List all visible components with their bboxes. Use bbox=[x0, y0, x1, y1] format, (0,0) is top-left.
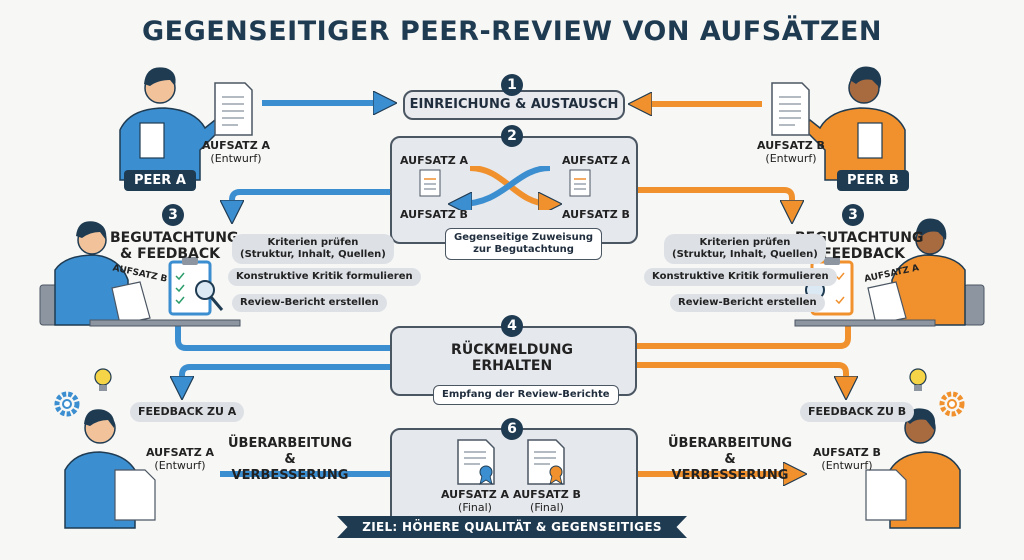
revision-b-action-line1: ÜBERARBEITUNG bbox=[667, 436, 793, 451]
step-2-caption-line1: Gegenseitige Zuweisung bbox=[454, 232, 594, 243]
gear-a-icon bbox=[54, 391, 80, 417]
step-3-left-badge: 3 bbox=[162, 204, 184, 226]
peer-b-draft-label: AUFSATZ B (Entwurf) bbox=[751, 139, 831, 165]
clipboard-magnifier-a-icon bbox=[168, 257, 224, 316]
peer-b-draft-state: (Entwurf) bbox=[765, 152, 817, 165]
task-right-1: Kriterien prüfen (Struktur, Inhalt, Quel… bbox=[664, 234, 826, 264]
task-right-3: Review-Bericht erstellen bbox=[670, 294, 825, 312]
peer-a-tag: PEER A bbox=[124, 170, 196, 191]
final-b-title: AUFSATZ B bbox=[513, 488, 581, 501]
peer-b-figure bbox=[801, 66, 906, 181]
peer-b-draft-title: AUFSATZ B bbox=[757, 139, 825, 152]
final-a-title: AUFSATZ A bbox=[440, 488, 510, 501]
step-2-left-top: AUFSATZ A bbox=[400, 154, 469, 167]
arrow-feedback-to-a bbox=[182, 364, 442, 388]
swap-arrows-icon bbox=[419, 166, 591, 210]
arrow-assign-to-b bbox=[638, 187, 792, 212]
step-1-title: EINREICHUNG & AUSTAUSCH bbox=[409, 97, 619, 112]
step-3-right-title-line2: & FEEDBACK bbox=[804, 246, 906, 262]
revision-a-doc-title: AUFSATZ A bbox=[145, 446, 215, 459]
step-2-left-bottom: AUFSATZ B bbox=[400, 208, 468, 221]
step-4-badge: 4 bbox=[501, 315, 523, 337]
step-2-caption: Gegenseitige Zuweisung zur Begutachtung bbox=[445, 228, 603, 260]
step-3-right-title-line1: BEGUTACHTUNG bbox=[795, 230, 924, 246]
revision-a-action-line1: ÜBERARBEITUNG bbox=[227, 436, 353, 451]
step-4-caption: Empfang der Review-Berichte bbox=[433, 385, 619, 405]
peer-a-figure bbox=[119, 67, 224, 181]
task-left-3: Review-Bericht erstellen bbox=[232, 294, 387, 312]
peer-a-draft-title: AUFSATZ A bbox=[201, 139, 271, 152]
step-2-caption-line2: zur Begutachtung bbox=[473, 244, 574, 255]
revision-b-action: ÜBERARBEITUNG & VERBESSERUNG bbox=[665, 436, 795, 484]
step-4-title: RÜCKMELDUNG ERHALTEN bbox=[432, 342, 592, 374]
arrow-review-b-to-feedback bbox=[582, 326, 851, 349]
reviewer-a-figure bbox=[39, 221, 241, 327]
step-4-title-line1: RÜCKMELDUNG bbox=[451, 342, 573, 358]
task-left-1: Kriterien prüfen (Struktur, Inhalt, Quel… bbox=[232, 234, 394, 264]
step-6-badge: 6 bbox=[501, 418, 523, 440]
final-a-label: AUFSATZ A (Final) bbox=[440, 488, 510, 514]
peer-a-draft-label: AUFSATZ A (Entwurf) bbox=[196, 139, 276, 165]
final-b-label: AUFSATZ B (Final) bbox=[512, 488, 582, 514]
reviser-a-figure bbox=[64, 409, 156, 529]
revision-a-doc-state: (Entwurf) bbox=[154, 459, 206, 472]
final-a-state: (Final) bbox=[458, 501, 492, 514]
step-2-right-top: AUFSATZ A bbox=[562, 154, 631, 167]
task-right-2: Konstruktive Kritik formulieren bbox=[644, 268, 837, 286]
step-3-left-title-line2: & FEEDBACK bbox=[119, 246, 221, 262]
task-left-1-line1: Kriterien prüfen bbox=[267, 237, 359, 248]
final-b-doc-icon bbox=[527, 439, 565, 485]
goal-banner: ZIEL: HÖHERE QUALITÄT & GEGENSEITIGES LE… bbox=[337, 516, 687, 538]
final-a-doc-icon bbox=[457, 439, 495, 485]
final-essays-icons bbox=[457, 439, 565, 485]
peer-a-draft-icon bbox=[214, 82, 253, 136]
revision-a-doc-label: AUFSATZ A (Entwurf) bbox=[145, 446, 215, 472]
final-b-state: (Final) bbox=[530, 501, 564, 514]
revision-b-doc-label: AUFSATZ B (Entwurf) bbox=[812, 446, 882, 472]
page-title: GEGENSEITIGER PEER-REVIEW VON AUFSÄTZEN bbox=[141, 16, 883, 47]
step-2-badge: 2 bbox=[501, 125, 523, 147]
arrow-assign-to-a bbox=[232, 189, 392, 212]
arrow-feedback-to-b bbox=[598, 362, 846, 388]
step-3-right-title: BEGUTACHTUNG & FEEDBACK bbox=[795, 230, 924, 262]
arrow-review-a-to-feedback bbox=[175, 326, 430, 348]
revision-a-action-line2: & VERBESSERUNG bbox=[231, 452, 349, 483]
step-3-left-title: BEGUTACHTUNG & FEEDBACK bbox=[110, 230, 239, 262]
step-1-badge: 1 bbox=[501, 74, 523, 96]
task-right-1-line2: (Struktur, Inhalt, Quellen) bbox=[672, 249, 818, 260]
revision-a-action: ÜBERARBEITUNG & VERBESSERUNG bbox=[225, 436, 355, 484]
revision-b-action-line2: & VERBESSERUNG bbox=[671, 452, 789, 483]
peer-b-draft-icon bbox=[771, 82, 810, 136]
peer-b-tag: PEER B bbox=[837, 170, 909, 191]
task-left-2: Konstruktive Kritik formulieren bbox=[228, 268, 421, 286]
feedback-b-bubble: FEEDBACK ZU B bbox=[800, 402, 915, 422]
revision-b-doc-state: (Entwurf) bbox=[821, 459, 873, 472]
task-left-1-line2: (Struktur, Inhalt, Quellen) bbox=[240, 249, 386, 260]
step-3-right-badge: 3 bbox=[842, 204, 864, 226]
revision-b-doc-title: AUFSATZ B bbox=[813, 446, 881, 459]
lightbulb-a-icon bbox=[94, 368, 112, 391]
peer-a-draft-state: (Entwurf) bbox=[210, 152, 262, 165]
task-right-1-line1: Kriterien prüfen bbox=[699, 237, 791, 248]
reviewer-b-figure bbox=[794, 218, 985, 327]
step-3-left-title-line1: BEGUTACHTUNG bbox=[110, 230, 239, 246]
gear-b-icon bbox=[939, 391, 965, 417]
step-4-title-line2: ERHALTEN bbox=[471, 358, 553, 374]
lightbulb-b-icon bbox=[909, 368, 927, 391]
feedback-a-bubble: FEEDBACK ZU A bbox=[130, 402, 245, 422]
step-2-right-bottom: AUFSATZ B bbox=[562, 208, 630, 221]
